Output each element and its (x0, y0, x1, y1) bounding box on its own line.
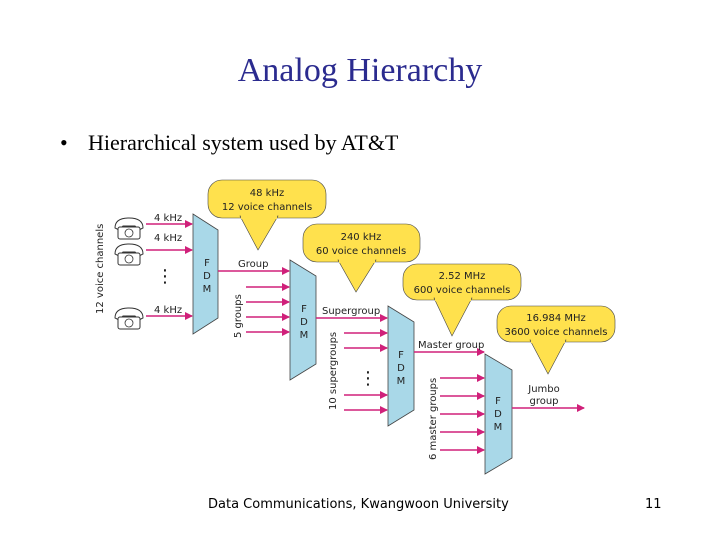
supergroup-label: Supergroup (322, 306, 380, 317)
callout-bubble: 48 kHz 12 voice channels (207, 179, 327, 251)
group-label: Group (238, 259, 268, 270)
telephone-icon (114, 307, 144, 330)
jumbo-group-label: group (529, 396, 558, 407)
fdm-letter: D (397, 363, 405, 374)
fdm-multiplexer: F D M (192, 213, 219, 335)
callout-line: 16.984 MHz (526, 313, 586, 324)
callout-line: 48 kHz (250, 188, 284, 199)
callout-line: 60 voice channels (316, 246, 406, 257)
callout-line: 2.52 MHz (439, 271, 486, 282)
fdm-letter: F (495, 396, 501, 407)
bullet-icon: • (60, 130, 68, 155)
fdm-multiplexer: F D M (387, 305, 415, 427)
fdm-letter: M (203, 284, 212, 295)
callout-line: 240 kHz (341, 232, 382, 243)
telephone-icon (114, 217, 144, 240)
callout-bubble: 2.52 MHz 600 voice channels (402, 263, 522, 337)
fdm-multiplexer: F D M (289, 259, 317, 381)
fdm-letter: D (300, 317, 308, 328)
bullet-text: Hierarchical system used by AT&T (88, 130, 399, 155)
side-label: 6 master groups (428, 378, 439, 460)
channel-bandwidth-label: 4 kHz (154, 213, 182, 224)
fdm-letter: M (300, 330, 309, 341)
fdm-letter: F (398, 350, 404, 361)
bullet-item: • Hierarchical system used by AT&T (60, 130, 398, 156)
fdm-letter: D (203, 271, 211, 282)
callout-line: 600 voice channels (414, 285, 511, 296)
ellipsis-icon: ⋮ (359, 368, 377, 389)
master-group-label: Master group (418, 340, 484, 351)
fdm-letter: M (397, 376, 406, 387)
fdm-letter: F (204, 258, 210, 269)
slide-title: Analog Hierarchy (237, 52, 483, 89)
fdm-multiplexer: F D M (484, 353, 513, 475)
side-label: 10 supergroups (328, 332, 339, 410)
fdm-letter: M (494, 422, 503, 433)
callout-bubble: 240 kHz 60 voice channels (302, 223, 421, 293)
channel-bandwidth-label: 4 kHz (154, 233, 182, 244)
fdm-letter: D (494, 409, 502, 420)
callout-line: 12 voice channels (222, 202, 312, 213)
slide-footer: Data Communications, Kwangwoon Universit… (208, 497, 509, 512)
page-number: 11 (645, 497, 662, 512)
channel-bandwidth-label: 4 kHz (154, 305, 182, 316)
side-label: 12 voice channels (95, 224, 106, 314)
telephone-icon (114, 243, 144, 266)
side-label: 5 groups (233, 294, 244, 338)
callout-line: 3600 voice channels (504, 327, 607, 338)
ellipsis-icon: ⋮ (156, 266, 174, 287)
jumbo-group-label: Jumbo (527, 384, 560, 395)
callout-bubble: 16.984 MHz 3600 voice channels (496, 305, 616, 375)
fdm-letter: F (301, 304, 307, 315)
